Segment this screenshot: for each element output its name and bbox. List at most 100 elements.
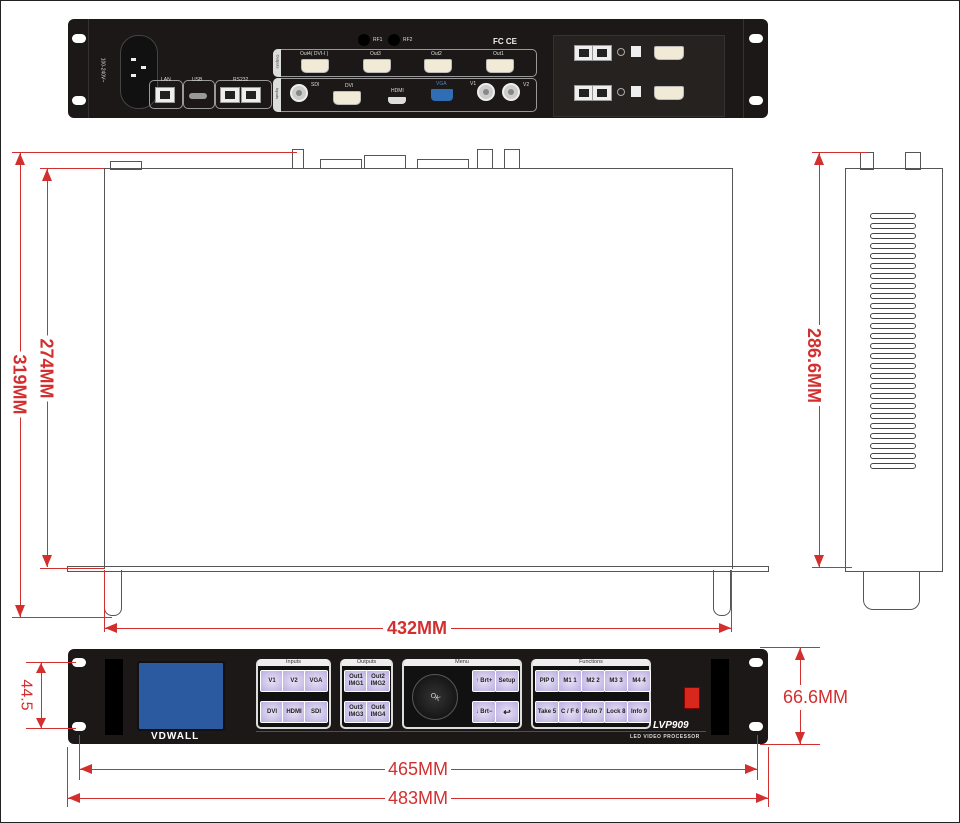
output-port-out3[interactable] xyxy=(363,59,391,73)
mount-hole xyxy=(72,658,86,667)
arrow-465-left xyxy=(80,764,92,774)
rs232-port[interactable] xyxy=(241,87,261,103)
width-465-label: 465MM xyxy=(385,759,452,780)
model-name: LVP909 xyxy=(653,720,689,731)
power-switch[interactable] xyxy=(684,687,700,709)
mount-hole xyxy=(72,722,86,731)
output-label: Out3 xyxy=(370,51,381,57)
side-handle xyxy=(863,571,920,610)
hdmi-input-port[interactable] xyxy=(388,97,406,104)
vent-slot xyxy=(870,263,916,269)
vent-slot xyxy=(870,443,916,449)
outputs-panel: Outputs Out1 IMG1 Out2 IMG2 Out3 IMG3 Ou… xyxy=(340,659,393,729)
key-out4[interactable]: Out4 IMG4 xyxy=(366,701,390,723)
key-vga[interactable]: VGA xyxy=(304,670,328,692)
arrow-319-top xyxy=(15,153,25,165)
v2-connector[interactable] xyxy=(502,83,520,101)
mount-hole xyxy=(749,722,763,731)
front-panel: VDWALL Inputs V1 V2 VGA DVI HDMI SDI Out… xyxy=(68,649,768,744)
output-port-out4[interactable] xyxy=(301,59,329,73)
vent-slot xyxy=(870,463,916,469)
vent-slot xyxy=(870,213,916,219)
input-label: V1 xyxy=(470,81,477,87)
key-auto[interactable]: Auto 7 xyxy=(581,701,605,723)
vent-slot xyxy=(870,333,916,339)
model-subtitle: LED VIDEO PROCESSOR xyxy=(630,734,700,740)
key-hdmi[interactable]: HDMI xyxy=(282,701,306,723)
v1-connector[interactable] xyxy=(477,83,495,101)
key-out1[interactable]: Out1 IMG1 xyxy=(344,670,368,692)
input-label: HDMI xyxy=(391,88,404,94)
arrow-44-top xyxy=(36,663,46,673)
rf2-label: RF2 xyxy=(403,37,413,43)
key-out2[interactable]: Out2 IMG2 xyxy=(366,670,390,692)
key-setup[interactable]: Setup xyxy=(495,670,519,692)
output-port-out2[interactable] xyxy=(424,59,452,73)
rs232-port[interactable] xyxy=(220,87,240,103)
outputs-panel-title: Outputs xyxy=(342,659,391,666)
key-take[interactable]: Take 5 xyxy=(535,701,559,723)
lan-port[interactable] xyxy=(155,87,175,103)
rf2-connector[interactable] xyxy=(388,34,400,46)
mount-hole xyxy=(749,34,763,43)
sdi-connector[interactable] xyxy=(290,84,308,102)
key-m4[interactable]: M4 4 xyxy=(627,670,651,692)
vent-slot xyxy=(870,423,916,429)
rf1-label: RF1 xyxy=(373,37,383,43)
menu-panel-title: Menu xyxy=(404,659,520,666)
top-power-inlet xyxy=(110,161,142,170)
key-m2[interactable]: M2 2 xyxy=(581,670,605,692)
top-view-front-lip xyxy=(67,566,769,572)
vent-slot xyxy=(870,453,916,459)
key-info[interactable]: Info 9 xyxy=(627,701,651,723)
arrow-483-left xyxy=(68,793,80,803)
output-port-out1[interactable] xyxy=(486,59,514,73)
vent-slot xyxy=(870,313,916,319)
inputs-panel-title: Inputs xyxy=(258,659,329,666)
rf1-connector[interactable] xyxy=(358,34,370,46)
menu-panel: Menu OK ↑ Brt+ Setup ↓ Brt− ↩ xyxy=(402,659,522,729)
key-back[interactable]: ↩ xyxy=(495,701,519,723)
back-panel: 100-240V~ LAN USB RS232 RF1 RF2 FC CE Ou… xyxy=(68,19,768,118)
top-connectors xyxy=(292,149,522,169)
brand-logo: VDWALL xyxy=(151,731,200,742)
arrow-66-bottom xyxy=(795,732,805,744)
functions-panel: Functions PIP 0 M1 1 M2 2 M3 3 M4 4 Take… xyxy=(531,659,651,729)
lan-label: LAN xyxy=(161,77,171,83)
usb-label: USB xyxy=(192,77,203,83)
card-usb-port[interactable] xyxy=(631,46,641,57)
vent-slot xyxy=(870,283,916,289)
arrow-319-bottom xyxy=(15,605,25,617)
card-dvi-port[interactable] xyxy=(654,86,684,100)
certification-marks: FC CE xyxy=(493,37,517,46)
hole-spacing-line xyxy=(41,663,42,728)
arrow-66-top xyxy=(795,648,805,660)
mount-hole xyxy=(72,34,86,43)
input-label: DVI xyxy=(345,83,354,89)
card-ethernet-port[interactable] xyxy=(574,45,594,61)
side-view-vents xyxy=(870,213,916,475)
arrow-286-bottom xyxy=(814,555,824,567)
vent-slot xyxy=(870,373,916,379)
card-usb-port[interactable] xyxy=(631,86,641,97)
usb-port[interactable] xyxy=(189,93,207,99)
vga-input-port[interactable] xyxy=(431,89,453,101)
arrow-465-right xyxy=(745,764,757,774)
mount-hole xyxy=(749,658,763,667)
card-ethernet-port[interactable] xyxy=(592,45,612,61)
vent-slot xyxy=(870,393,916,399)
width-432-label: 432MM xyxy=(383,618,452,639)
menu-knob[interactable]: OK xyxy=(412,674,458,720)
key-sdi[interactable]: SDI xyxy=(304,701,328,723)
vent-slot xyxy=(870,433,916,439)
vent-slot xyxy=(870,273,916,279)
dvi-input-port[interactable] xyxy=(333,91,361,105)
vent-slot xyxy=(870,303,916,309)
card-ethernet-port[interactable] xyxy=(592,85,612,101)
vent-slot xyxy=(870,343,916,349)
inputs-panel: Inputs V1 V2 VGA DVI HDMI SDI xyxy=(256,659,331,729)
vent-slot xyxy=(870,243,916,249)
card-dvi-port[interactable] xyxy=(654,46,684,60)
mount-hole xyxy=(72,96,86,105)
